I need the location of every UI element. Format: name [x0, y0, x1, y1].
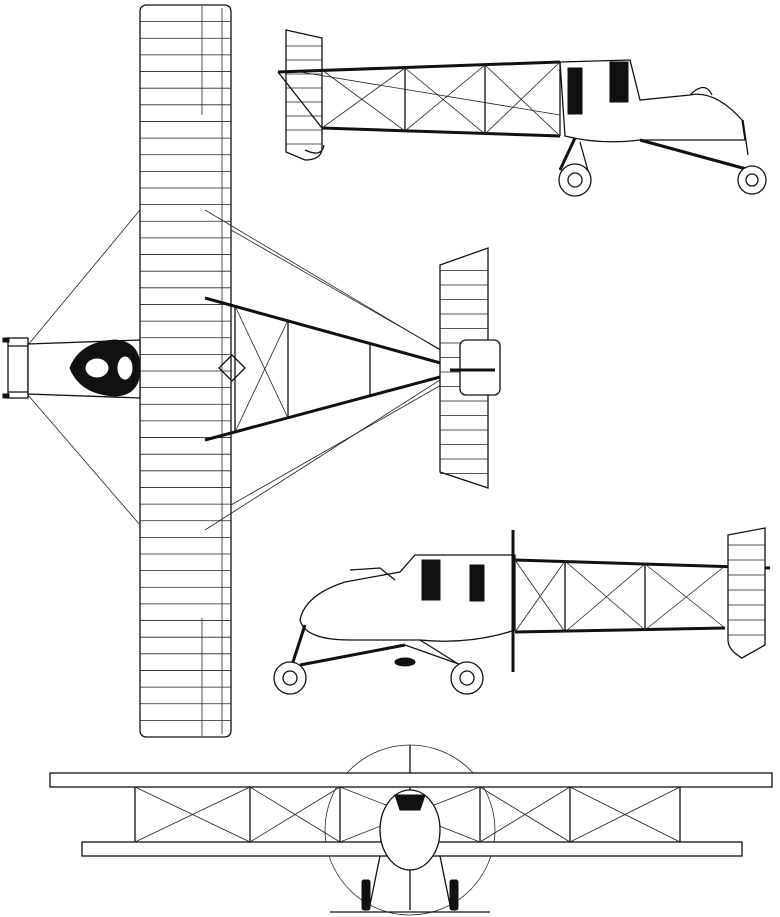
- bracing-wire: [569, 786, 681, 843]
- top-view: [2, 4, 501, 738]
- top-view-wing: [139, 4, 232, 738]
- bracing-wire: [249, 786, 341, 843]
- top-view-tailplane: [439, 247, 501, 489]
- bracing-wire: [134, 786, 251, 843]
- top-view-bracing: [27, 209, 451, 531]
- top-view-tail-booms: [204, 296, 456, 442]
- top-view-nacelle: [2, 337, 141, 399]
- bracing-wire: [479, 786, 571, 843]
- side-view-lower: [273, 527, 771, 695]
- front-view: [49, 744, 773, 916]
- rudder-ribs: [728, 544, 765, 636]
- side-view-upper: [277, 29, 767, 197]
- wing-ribs: [140, 21, 231, 721]
- rudder-ribs: [286, 45, 322, 145]
- wing-struts: [134, 786, 681, 843]
